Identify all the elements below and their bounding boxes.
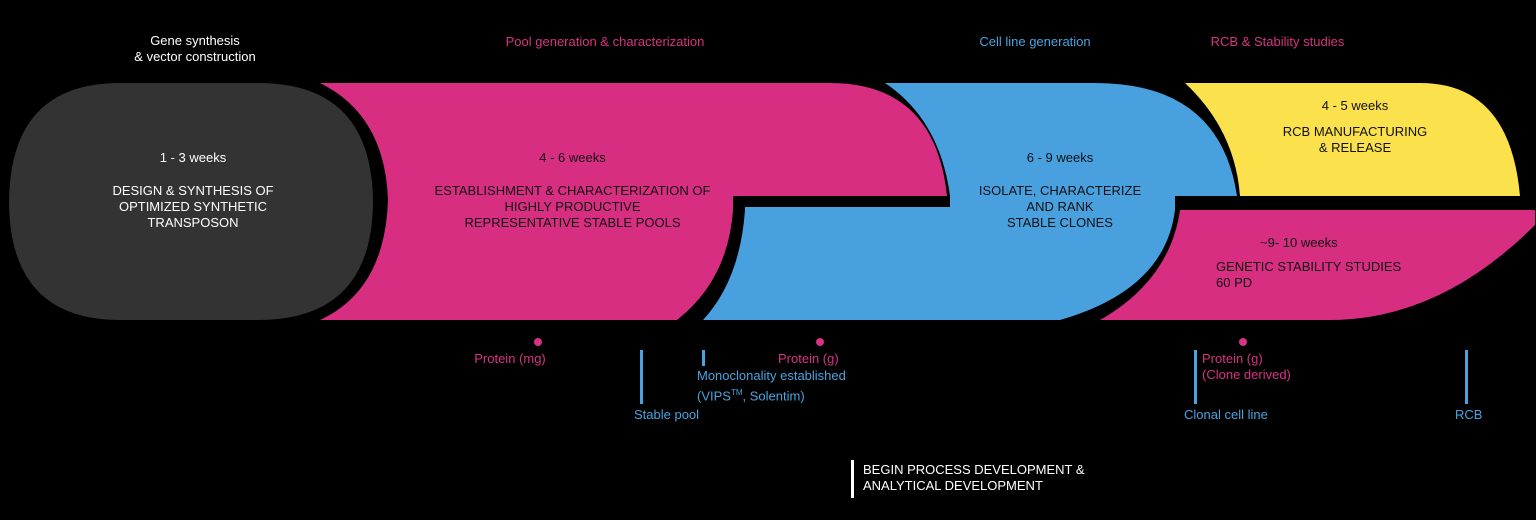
stage-shape-design — [9, 83, 373, 320]
stage-shape-clones — [703, 83, 1237, 320]
process-note-bar — [851, 460, 854, 498]
phase-heading-pool-generation: Pool generation & characterization — [470, 34, 740, 50]
stage-title-line: 60 PD — [1216, 275, 1253, 290]
stage-title-line: REPRESENTATIVE STABLE POOLS — [464, 215, 681, 230]
stage-title-line: & RELEASE — [1318, 140, 1392, 155]
milestone-label: Clonal cell line — [1184, 407, 1268, 422]
protein-label: Protein (g) — [1202, 351, 1263, 366]
protein-label: Protein (mg) — [474, 351, 546, 366]
milestone-clonal-cell-line: Clonal cell line — [1184, 407, 1294, 423]
process-development-note: BEGIN PROCESS DEVELOPMENT & ANALYTICAL D… — [863, 462, 1123, 494]
stage-title-line: STABLE CLONES — [1007, 215, 1113, 230]
milestone-tick-stable-pool — [640, 350, 643, 404]
phase-heading-line: RCB & Stability studies — [1210, 34, 1345, 49]
stage-title-line: AND RANK — [1026, 199, 1094, 214]
stage-duration: 4 - 5 weeks — [1321, 98, 1389, 113]
milestone-label-part: (VIPS — [697, 388, 731, 404]
stage-title-line: OPTIMIZED SYNTHETIC — [118, 199, 268, 214]
stage-duration: ~9- 10 weeks — [1260, 235, 1338, 250]
stage-clones: 6 - 9 weeks ISOLATE, CHARACTERIZE AND RA… — [960, 150, 1160, 231]
milestone-stable-pool: Stable pool — [634, 407, 734, 423]
stage-title-line: RCB MANUFACTURING — [1282, 124, 1428, 139]
stage-shape-rcb — [1185, 83, 1520, 196]
milestone-tick-rcb — [1465, 350, 1468, 404]
milestone-rcb: RCB — [1455, 407, 1495, 423]
protein-marker-clone-derived: Protein (g) (Clone derived) — [1202, 351, 1322, 383]
phase-heading-line: & vector construction — [134, 49, 256, 64]
stage-title-line: GENETIC STABILITY STUDIES — [1216, 259, 1402, 274]
milestone-label: (VIPSTM, Solentim) — [697, 384, 877, 404]
protein-dot — [534, 338, 542, 346]
stage-title-line: TRANSPOSON — [147, 215, 239, 230]
phase-heading-cell-line-generation: Cell line generation — [955, 34, 1115, 50]
milestone-label: Monoclonality established — [697, 368, 846, 383]
stage-title-line: ISOLATE, CHARACTERIZE — [978, 183, 1142, 198]
stage-duration: 1 - 3 weeks — [159, 150, 227, 165]
stage-rcb: 4 - 5 weeks RCB MANUFACTURING & RELEASE — [1275, 98, 1435, 156]
protein-marker-g: Protein (g) — [778, 351, 878, 367]
milestone-label: Stable pool — [634, 407, 700, 422]
stage-duration: 6 - 9 weeks — [1026, 150, 1094, 165]
milestone-label-part: , Solentim) — [742, 388, 805, 404]
stage-shape-stability — [1100, 210, 1536, 320]
milestone-tick-clonal-cell-line — [1194, 350, 1197, 404]
milestone-label: RCB — [1455, 407, 1483, 422]
stage-title-line: DESIGN & SYNTHESIS OF — [112, 183, 274, 198]
phase-heading-rcb-stability: RCB & Stability studies — [1195, 34, 1360, 50]
stage-title-line: ESTABLISHMENT & CHARACTERIZATION OF — [434, 183, 711, 198]
stage-design: 1 - 3 weeks DESIGN & SYNTHESIS OF OPTIMI… — [88, 150, 298, 231]
stage-pools: 4 - 6 weeks ESTABLISHMENT & CHARACTERIZA… — [400, 150, 745, 231]
milestone-tick-monoclonality — [702, 350, 705, 366]
milestone-monoclonality: Monoclonality established (VIPSTM, Solen… — [697, 367, 877, 404]
protein-label: Protein (g) — [778, 351, 839, 366]
protein-label: (Clone derived) — [1202, 367, 1291, 382]
trademark-superscript: TM — [730, 388, 743, 397]
process-note-line: BEGIN PROCESS DEVELOPMENT & — [863, 462, 1085, 477]
protein-dot — [816, 338, 824, 346]
stage-shape-pools — [320, 83, 947, 320]
phase-heading-line: Gene synthesis — [150, 33, 240, 48]
stage-stability: ~9- 10 weeks GENETIC STABILITY STUDIES 6… — [1216, 235, 1456, 291]
protein-marker-mg: Protein (mg) — [460, 351, 560, 367]
phase-heading-line: Pool generation & characterization — [505, 34, 705, 49]
protein-dot — [1239, 338, 1247, 346]
phase-heading-gene-synthesis: Gene synthesis & vector construction — [105, 33, 285, 65]
stage-title-line: HIGHLY PRODUCTIVE — [504, 199, 641, 214]
stage-duration: 4 - 6 weeks — [539, 150, 606, 165]
phase-heading-line: Cell line generation — [979, 34, 1091, 49]
process-note-line: ANALYTICAL DEVELOPMENT — [863, 478, 1043, 493]
